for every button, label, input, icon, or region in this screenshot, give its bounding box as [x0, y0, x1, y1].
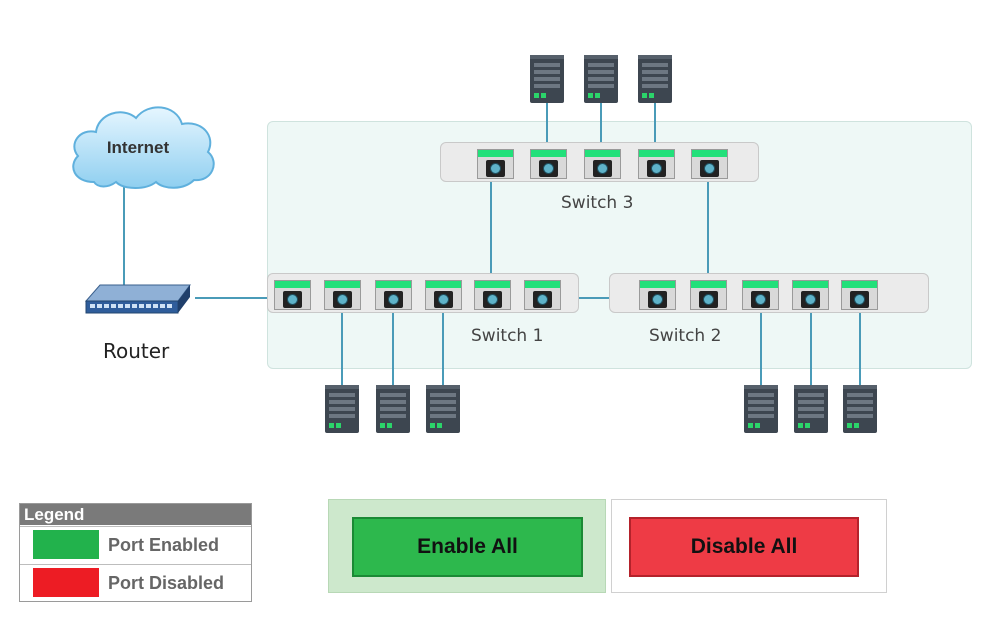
switch-3-port-4[interactable] [638, 149, 675, 179]
switch-3-port-2[interactable] [530, 149, 567, 179]
switch-1-port-5[interactable] [474, 280, 511, 310]
port-status-led [691, 281, 726, 288]
port-status-led [639, 150, 674, 157]
legend-swatch-enabled [33, 530, 99, 559]
router-label: Router [103, 339, 170, 363]
server-icon [376, 385, 410, 433]
ethernet-port-icon [647, 160, 666, 177]
switch-1-port-1[interactable] [274, 280, 311, 310]
server-icon [584, 55, 618, 103]
legend-item-disabled: Port Disabled [20, 564, 251, 602]
switch-1-label: Switch 1 [471, 326, 544, 346]
legend-label-enabled: Port Enabled [108, 535, 220, 555]
router [82, 283, 195, 325]
port-status-led [426, 281, 461, 288]
server-icon [426, 385, 460, 433]
switch-2-port-1[interactable] [639, 280, 676, 310]
server-icon [530, 55, 564, 103]
switch-2-port-5[interactable] [841, 280, 878, 310]
legend-label-disabled: Port Disabled [108, 573, 225, 593]
ethernet-port-icon [333, 291, 352, 308]
legend-item-enabled: Port Enabled [20, 526, 251, 564]
port-status-led [475, 281, 510, 288]
switch-2-port-4[interactable] [792, 280, 829, 310]
switch-2-port-3[interactable] [742, 280, 779, 310]
cloud-label: Internet [106, 138, 170, 157]
switch-3-port-3[interactable] [584, 149, 621, 179]
switch-3-port-1[interactable] [477, 149, 514, 179]
enable-all-button[interactable]: Enable All [352, 517, 583, 577]
switch-1-port-3[interactable] [375, 280, 412, 310]
server-icon [325, 385, 359, 433]
ethernet-port-icon [384, 291, 403, 308]
switch-1-port-4[interactable] [425, 280, 462, 310]
switch-3-label: Switch 3 [561, 193, 634, 213]
server-icon [843, 385, 877, 433]
switch-3-port-5[interactable] [691, 149, 728, 179]
ethernet-port-icon [850, 291, 869, 308]
ethernet-port-icon [751, 291, 770, 308]
legend-swatch-disabled [33, 568, 99, 597]
switch-2-port-2[interactable] [690, 280, 727, 310]
port-status-led [692, 150, 727, 157]
port-status-led [793, 281, 828, 288]
router-icon [84, 284, 191, 314]
server-icon [744, 385, 778, 433]
cloud-icon [72, 106, 215, 189]
port-status-led [325, 281, 360, 288]
ethernet-port-icon [593, 160, 612, 177]
port-status-led [531, 150, 566, 157]
port-status-led [585, 150, 620, 157]
port-status-led [640, 281, 675, 288]
ethernet-port-icon [486, 160, 505, 177]
server-icon [794, 385, 828, 433]
switch-1-port-2[interactable] [324, 280, 361, 310]
switch-1-port-6[interactable] [524, 280, 561, 310]
ethernet-port-icon [699, 291, 718, 308]
port-status-led [376, 281, 411, 288]
disable-all-button[interactable]: Disable All [629, 517, 859, 577]
port-status-led [478, 150, 513, 157]
switch-2-label: Switch 2 [649, 326, 722, 346]
port-status-led [842, 281, 877, 288]
port-status-led [743, 281, 778, 288]
legend-title: Legend [20, 504, 251, 525]
internet-cloud: Internet [64, 100, 220, 192]
ethernet-port-icon [283, 291, 302, 308]
legend: Legend Port Enabled Port Disabled [19, 503, 252, 602]
ethernet-port-icon [700, 160, 719, 177]
ethernet-port-icon [483, 291, 502, 308]
port-status-led [275, 281, 310, 288]
ethernet-port-icon [648, 291, 667, 308]
ethernet-port-icon [801, 291, 820, 308]
ethernet-port-icon [434, 291, 453, 308]
ethernet-port-icon [539, 160, 558, 177]
port-status-led [525, 281, 560, 288]
server-icon [638, 55, 672, 103]
ethernet-port-icon [533, 291, 552, 308]
